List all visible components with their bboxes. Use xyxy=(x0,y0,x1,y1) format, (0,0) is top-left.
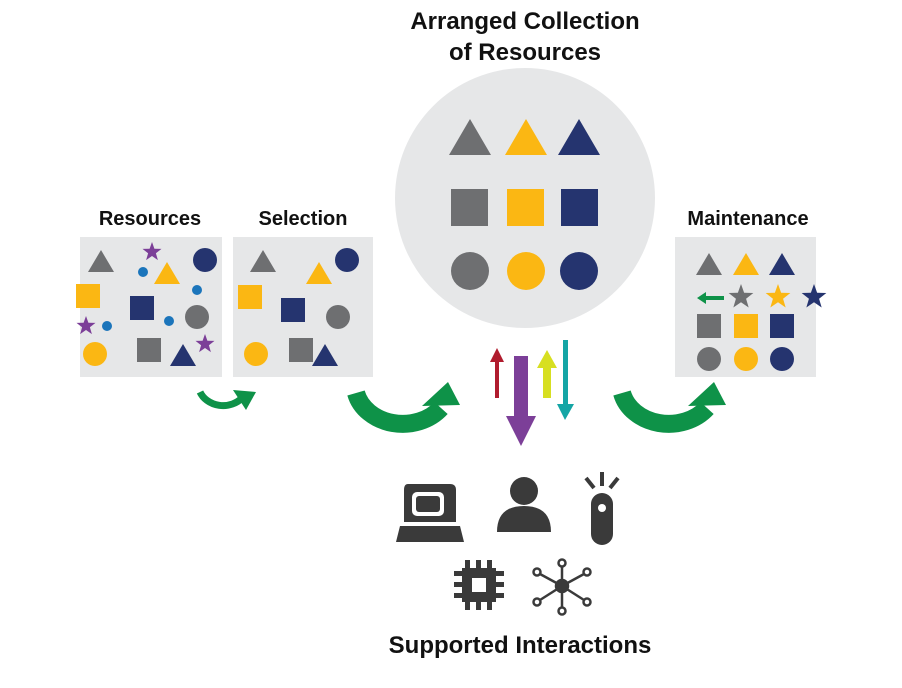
navy-circle xyxy=(193,248,217,272)
navy-triangle xyxy=(170,344,196,366)
maintenance-label: Maintenance xyxy=(687,208,809,230)
selection-panel xyxy=(233,237,373,377)
yellow-circle xyxy=(83,342,107,366)
blue-dot xyxy=(138,267,148,277)
blue-dot xyxy=(192,285,202,295)
chip-icon xyxy=(454,560,504,610)
arranged-collection-title: Arranged Collection of Resources xyxy=(340,6,710,68)
large-green-curved-arrow xyxy=(347,382,460,433)
resources-label: Resources xyxy=(98,208,202,230)
gray-square xyxy=(451,189,488,226)
small-green-curved-arrow xyxy=(196,390,256,410)
navy-triangle xyxy=(558,119,600,155)
gray-square xyxy=(289,338,313,362)
yellow-square xyxy=(734,314,758,338)
person-icon xyxy=(497,477,551,532)
network-hub-icon xyxy=(532,558,592,616)
teal-down-arrow xyxy=(557,340,574,420)
navy-square xyxy=(561,189,598,226)
yellow-circle xyxy=(244,342,268,366)
yellow-circle xyxy=(734,347,758,371)
yellow-circle xyxy=(507,252,545,290)
green-left-arrow xyxy=(697,292,724,304)
yellow-square xyxy=(507,189,544,226)
arranged-title-line1: Arranged Collection xyxy=(410,8,640,35)
navy-square xyxy=(130,296,154,320)
lime-up-arrow xyxy=(537,350,557,398)
yellow-triangle xyxy=(154,262,180,284)
large-green-curved-arrow xyxy=(613,382,726,433)
gray-triangle xyxy=(449,119,491,155)
navy-triangle xyxy=(769,253,795,275)
supported-interactions-label: Supported Interactions xyxy=(388,632,652,659)
navy-triangle xyxy=(312,344,338,366)
red-up-arrow xyxy=(490,348,504,398)
yellow-square xyxy=(238,285,262,309)
blue-dot xyxy=(102,321,112,331)
yellow-triangle xyxy=(505,119,547,155)
gray-square xyxy=(697,314,721,338)
navy-square xyxy=(281,298,305,322)
navy-circle xyxy=(770,347,794,371)
arranged-title-line2: of Resources xyxy=(448,39,602,66)
yellow-square xyxy=(76,284,100,308)
computer-terminal-icon xyxy=(396,484,464,542)
navy-circle xyxy=(560,252,598,290)
gray-square xyxy=(137,338,161,362)
gray-triangle xyxy=(250,250,276,272)
arranged-collection-circle xyxy=(395,68,655,328)
yellow-triangle xyxy=(306,262,332,284)
purple-down-arrow xyxy=(506,356,536,446)
gray-circle xyxy=(697,347,721,371)
gray-circle xyxy=(451,252,489,290)
gray-circle xyxy=(326,305,350,329)
resources-panel xyxy=(76,237,222,377)
navy-square xyxy=(770,314,794,338)
selection-label: Selection xyxy=(258,208,348,230)
gray-triangle xyxy=(88,250,114,272)
gray-triangle xyxy=(696,253,722,275)
sensor-device-icon xyxy=(584,472,620,545)
blue-dot xyxy=(164,316,174,326)
yellow-triangle xyxy=(733,253,759,275)
navy-circle xyxy=(335,248,359,272)
maintenance-panel xyxy=(675,237,827,377)
gray-circle xyxy=(185,305,209,329)
